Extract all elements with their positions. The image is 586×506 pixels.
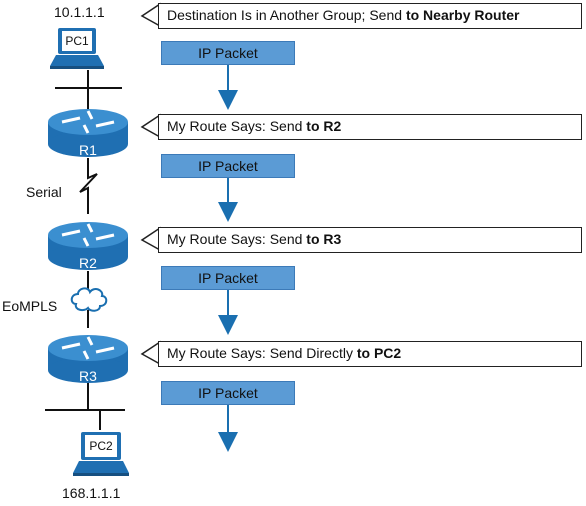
router-r1-label: R1 xyxy=(79,142,97,158)
callout-1-bold: to Nearby Router xyxy=(405,7,520,23)
ip-packet-3: IP Packet xyxy=(161,266,295,290)
router-r1-icon xyxy=(48,109,128,157)
pc2-ip-label: 168.1.1.1 xyxy=(62,485,121,501)
eompls-link xyxy=(70,271,108,328)
serial-link-label: Serial xyxy=(26,184,62,200)
callout-3: My Route Says: Send to R3 xyxy=(158,227,582,253)
callout-4: My Route Says: Send Directly to PC2 xyxy=(158,341,582,367)
pc1-name-label: PC1 xyxy=(65,34,89,48)
router-r2-icon xyxy=(48,222,128,270)
callout-2-text: My Route Says: Send xyxy=(167,118,307,134)
callout-1-text: Destination Is in Another Group; Send xyxy=(167,7,406,23)
callout-1: Destination Is in Another Group; Send to… xyxy=(158,3,582,29)
callout-3-bold: to R3 xyxy=(306,231,342,247)
eompls-link-label: EoMPLS xyxy=(2,298,58,314)
pc2-name-label: PC2 xyxy=(89,439,113,453)
pc1-ip-label: 10.1.1.1 xyxy=(54,4,105,20)
router-r2-label: R2 xyxy=(79,255,97,271)
lan-segment-2 xyxy=(45,383,125,430)
pc2-icon xyxy=(73,432,129,476)
callout-3-text: My Route Says: Send xyxy=(167,231,307,247)
router-r3-icon xyxy=(48,335,128,383)
callout-2-bold: to R2 xyxy=(306,118,342,134)
ip-packet-2: IP Packet xyxy=(161,154,295,178)
serial-link xyxy=(79,158,98,214)
ip-packet-1: IP Packet xyxy=(161,41,295,65)
lan-segment-1 xyxy=(55,70,122,110)
pc1-icon xyxy=(50,28,104,69)
router-r3-label: R3 xyxy=(79,368,97,384)
callout-4-text: My Route Says: Send Directly xyxy=(167,345,357,361)
ip-packet-4: IP Packet xyxy=(161,381,295,405)
callout-2: My Route Says: Send to R2 xyxy=(158,114,582,140)
callout-4-bold: to PC2 xyxy=(356,345,402,361)
